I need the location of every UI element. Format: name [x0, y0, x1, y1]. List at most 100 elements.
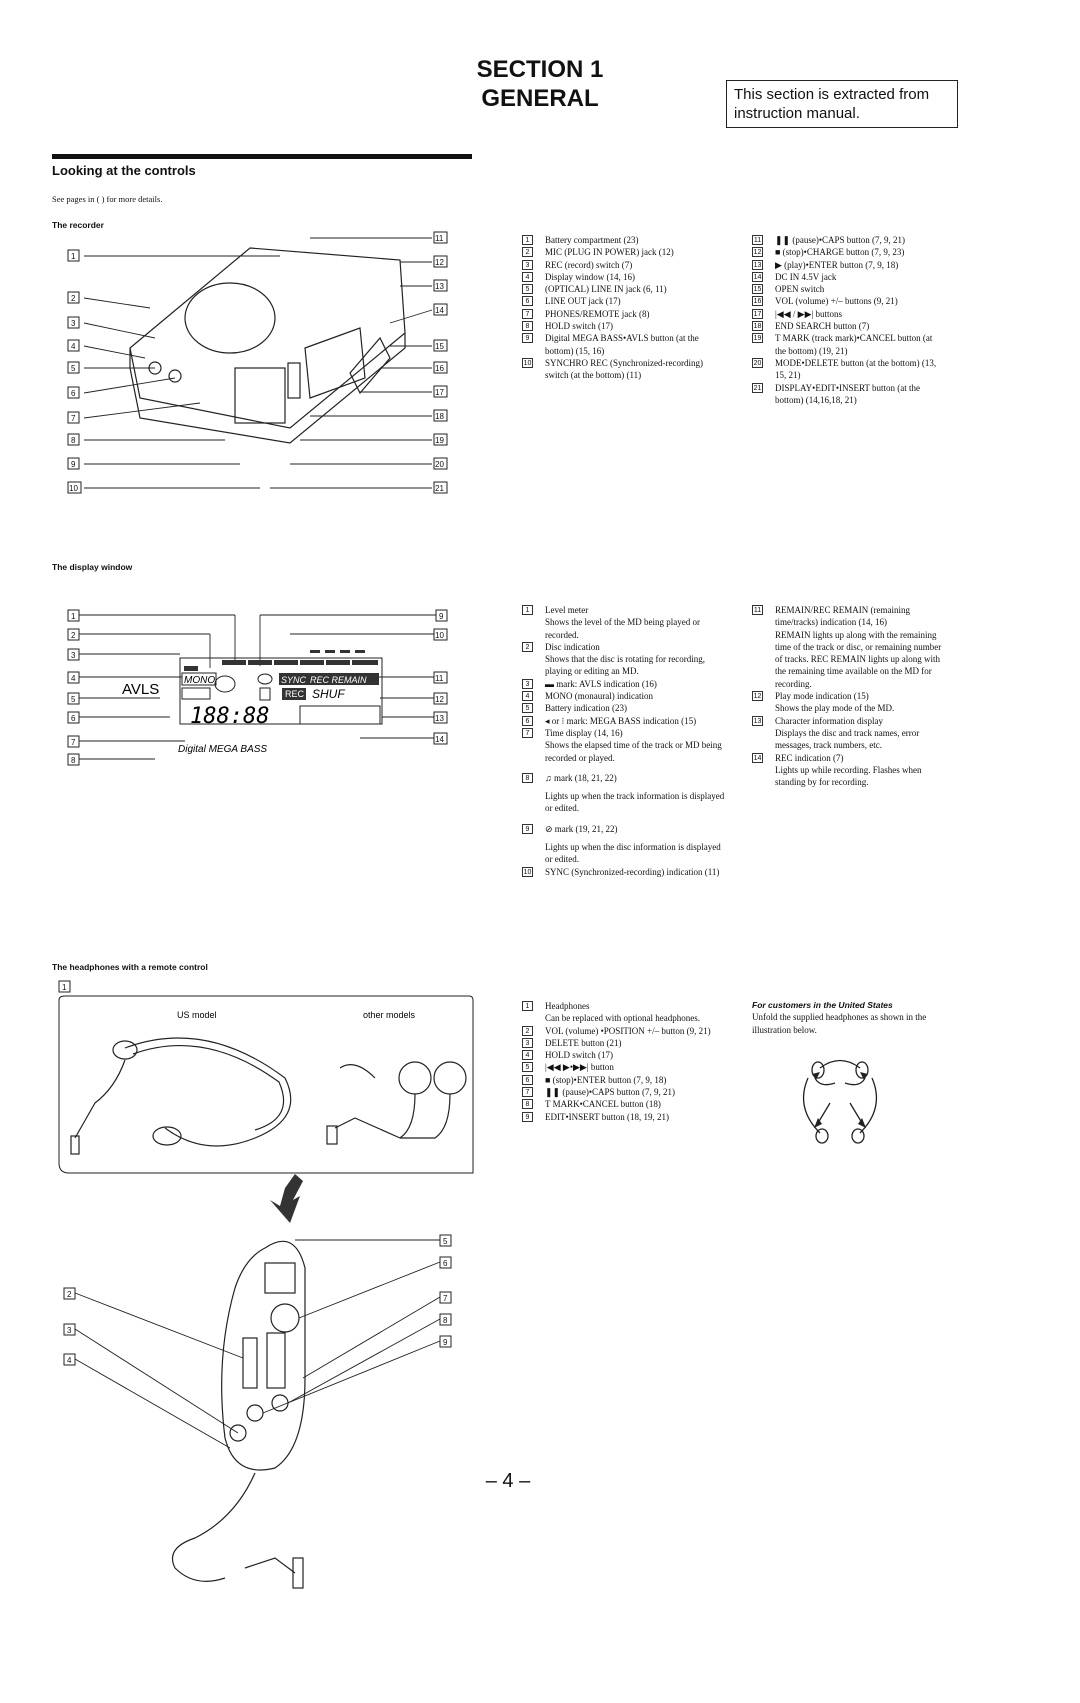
svg-text:19: 19: [435, 436, 444, 445]
svg-text:4: 4: [67, 1356, 72, 1365]
svg-text:1: 1: [62, 983, 67, 992]
svg-text:13: 13: [435, 282, 444, 291]
svg-text:2: 2: [71, 294, 76, 303]
svg-text:6: 6: [443, 1259, 448, 1268]
svg-text:11: 11: [435, 234, 444, 243]
list-item: 9⊘ mark (19, 21, 22)Lights up when the d…: [522, 823, 727, 866]
svg-text:10: 10: [435, 631, 444, 640]
headphones-illustration: 1 US model other models 5 6 7 8 9: [58, 980, 474, 1589]
list-item: 12■ (stop)•CHARGE button (7, 9, 23): [752, 247, 905, 258]
recorder-title: The recorder: [52, 220, 104, 230]
list-item: 13▶ (play)•ENTER button (7, 9, 18): [752, 259, 899, 270]
svg-text:9: 9: [443, 1338, 448, 1347]
svg-text:15: 15: [435, 342, 444, 351]
recorder-illustration: 1 2 3 4 5 6 7 8 9 10 11 12 13 14 15 16 1…: [67, 231, 448, 494]
us-model-label: US model: [177, 1010, 217, 1020]
list-item: 7❚❚ (pause)•CAPS button (7, 9, 21): [522, 1086, 722, 1098]
list-item: 5(OPTICAL) LINE IN jack (6, 11): [522, 283, 722, 295]
list-item: 5|◀◀ ▶•▶▶| button: [522, 1061, 722, 1073]
svg-text:8: 8: [443, 1316, 448, 1325]
unfold-illustration: [802, 1059, 878, 1144]
svg-text:7: 7: [71, 738, 76, 747]
list-item: 6◂ or ⁝ mark: MEGA BASS indication (15): [522, 715, 727, 727]
svg-text:14: 14: [435, 306, 444, 315]
note-box: This section is extracted from instructi…: [726, 80, 958, 128]
svg-text:1: 1: [71, 612, 76, 621]
headphones-title: The headphones with a remote control: [52, 962, 208, 972]
us-note-title: For customers in the United States: [752, 1000, 893, 1010]
lcd-mega-bass: Digital MEGA BASS: [178, 744, 267, 755]
svg-text:3: 3: [71, 319, 76, 328]
svg-text:5: 5: [71, 695, 76, 704]
track-mark-icon: [259, 687, 271, 701]
svg-text:5: 5: [443, 1237, 448, 1246]
svg-text:21: 21: [435, 484, 444, 493]
svg-text:20: 20: [435, 460, 444, 469]
title-bar: [52, 154, 472, 159]
page-number: – 4 –: [485, 1470, 531, 1492]
recorder-list-2: 11❚❚ (pause)•CAPS button (7, 9, 21) 12■ …: [752, 234, 942, 406]
list-item: 3▬ mark: AVLS indication (16): [522, 678, 727, 690]
display-illustration: 1 2 3 4 5 6 7 8 9 10 11 12 13 14 MONO AV…: [67, 609, 448, 766]
svg-text:12: 12: [435, 695, 444, 704]
callout-right: 11 12 13 14 15 16 17 18 19 20 21: [433, 231, 448, 494]
svg-text:12: 12: [435, 258, 444, 267]
lcd-mono: MONO: [184, 675, 215, 686]
lcd-shuf: SHUF: [312, 687, 345, 701]
callout-left: 1 2 3 4 5 6 7 8 9 10: [67, 249, 82, 494]
lcd-rec-remain: REC REMAIN: [310, 675, 367, 685]
svg-text:16: 16: [435, 364, 444, 373]
svg-text:14: 14: [435, 735, 444, 744]
us-note: For customers in the United States Unfol…: [752, 999, 932, 1036]
svg-text:7: 7: [71, 414, 76, 423]
lcd-rec: REC: [285, 689, 305, 699]
list-item: 11❚❚ (pause)•CAPS button (7, 9, 21): [752, 235, 905, 245]
svg-text:4: 4: [71, 674, 76, 683]
svg-text:3: 3: [71, 651, 76, 660]
section-number: SECTION 1: [476, 56, 604, 83]
other-models-label: other models: [363, 1010, 416, 1020]
list-item: 6■ (stop)•ENTER button (7, 9, 18): [522, 1074, 722, 1086]
svg-text:9: 9: [439, 612, 444, 621]
display-title: The display window: [52, 562, 133, 572]
see-pages-note: See pages in ( ) for more details.: [52, 194, 163, 204]
svg-text:7: 7: [443, 1294, 448, 1303]
svg-text:2: 2: [67, 1290, 72, 1299]
svg-text:3: 3: [67, 1326, 72, 1335]
svg-text:4: 4: [71, 342, 76, 351]
svg-text:13: 13: [435, 714, 444, 723]
avls-bar: [184, 666, 198, 671]
us-note-text: Unfold the supplied headphones as shown …: [752, 1012, 927, 1035]
lcd-time: 188:88: [190, 704, 269, 729]
